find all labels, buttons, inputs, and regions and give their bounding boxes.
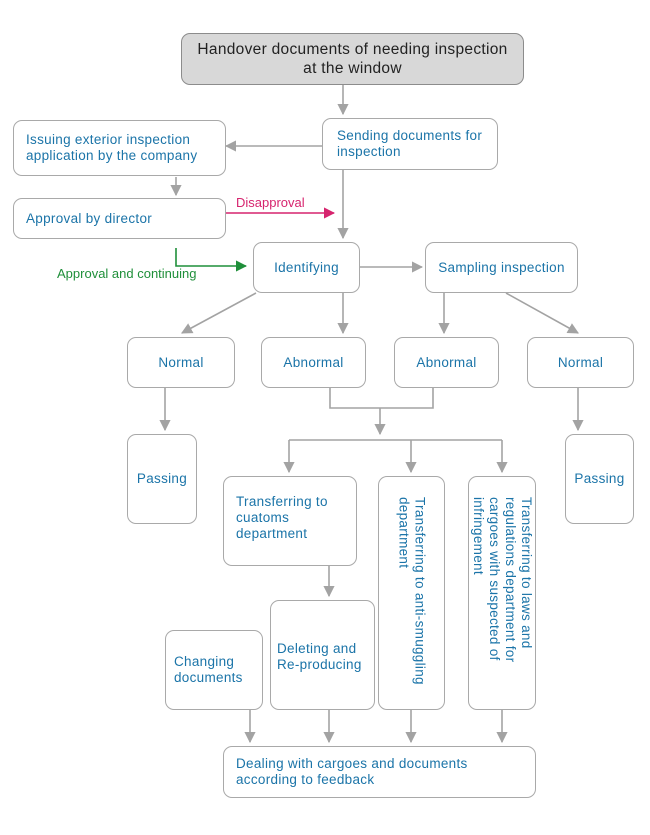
node-sampling-text: Sampling inspection [438,259,565,275]
node-handover-text: Handover documents of needing inspection… [197,41,508,77]
label-approval-continuing: Approval and continuing [57,266,197,281]
node-passing-left-text: Passing [136,471,188,486]
node-handover: Handover documents of needing inspection… [181,33,524,85]
node-abnormal-left: Abnormal [261,337,366,388]
node-laws: Transferring to laws and regulations dep… [468,476,536,710]
node-dealing-text: Dealing with cargoes and documents accor… [236,756,468,787]
node-sending: Sending documents for inspection [322,118,498,170]
arrow-identifying-to-normal-left [181,292,257,334]
node-identifying-text: Identifying [274,259,339,275]
node-identifying: Identifying [253,242,360,293]
node-sampling: Sampling inspection [425,242,578,293]
node-laws-text: Transferring to laws and regulations dep… [471,497,534,663]
node-dealing: Dealing with cargoes and documents accor… [223,746,536,798]
node-approval: Approval by director [13,198,226,239]
node-passing-left: Passing [127,434,197,524]
node-anti-smuggling: Transferring to anti-smuggling departmen… [378,476,445,710]
node-passing-right-text: Passing [574,471,625,486]
node-normal-right: Normal [527,337,634,388]
arrow-sampling-to-normal-right [505,292,579,334]
node-abnormal-left-text: Abnormal [283,354,344,370]
node-abnormal-right: Abnormal [394,337,499,388]
node-changing: Changing documents [165,630,263,710]
node-issuing: Issuing exterior inspection application … [13,120,226,176]
node-passing-right: Passing [565,434,634,524]
merge-abnormal [329,388,434,409]
arrow-approval-continuing [175,248,248,272]
node-deleting: Deleting and Re-producing [270,600,375,710]
node-normal-left: Normal [127,337,235,388]
node-customs-text: Transferring to cuatoms department [236,494,328,541]
node-sending-text: Sending documents for inspection [337,128,483,159]
node-abnormal-right-text: Abnormal [416,354,477,370]
node-issuing-text: Issuing exterior inspection application … [26,132,198,163]
node-normal-left-text: Normal [158,354,204,370]
node-changing-text: Changing documents [174,654,243,685]
node-approval-text: Approval by director [26,210,153,226]
node-normal-right-text: Normal [557,354,604,370]
node-deleting-text: Deleting and Re-producing [277,641,362,672]
node-anti-smuggling-text: Transferring to anti-smuggling departmen… [396,497,428,685]
label-disapproval: Disapproval [236,195,305,210]
node-customs: Transferring to cuatoms department [223,476,357,566]
